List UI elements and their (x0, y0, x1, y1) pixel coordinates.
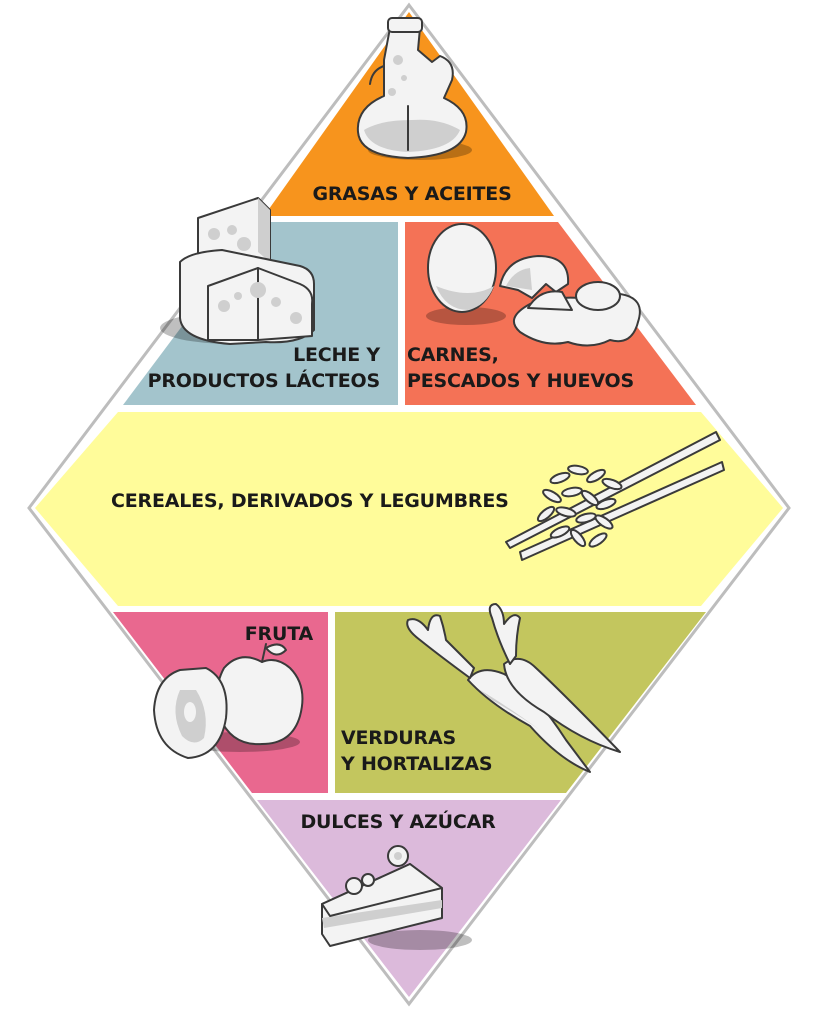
label-verduras-line-2: Y HORTALIZAS (340, 753, 492, 775)
cake-icon (321, 845, 472, 950)
carrots-icon (406, 603, 621, 773)
section-cereales (35, 412, 783, 606)
label-cereales: CEREALES, DERIVADOS Y LEGUMBRES (111, 490, 509, 512)
label-leche-line-1: LECHE Y (293, 344, 380, 366)
apple-icon (153, 643, 304, 759)
label-carnes-line-1: CARNES, (407, 344, 499, 366)
label-verduras-line-1: VERDURAS (341, 727, 456, 749)
label-leche-line-2: PRODUCTOS LÁCTEOS (148, 369, 380, 392)
cheese-icon (160, 197, 315, 345)
oil-bottle-icon (356, 17, 472, 160)
rice-chopsticks-icon (505, 431, 725, 561)
label-carnes-line-2: PESCADOS Y HUEVOS (407, 370, 634, 392)
label-fruta: FRUTA (245, 623, 314, 645)
diamond-outline (27, 2, 791, 1007)
eggs-icon (426, 223, 641, 347)
label-grasas: GRASAS Y ACEITES (312, 183, 511, 205)
label-dulces: DULCES Y AZÚCAR (300, 809, 496, 833)
